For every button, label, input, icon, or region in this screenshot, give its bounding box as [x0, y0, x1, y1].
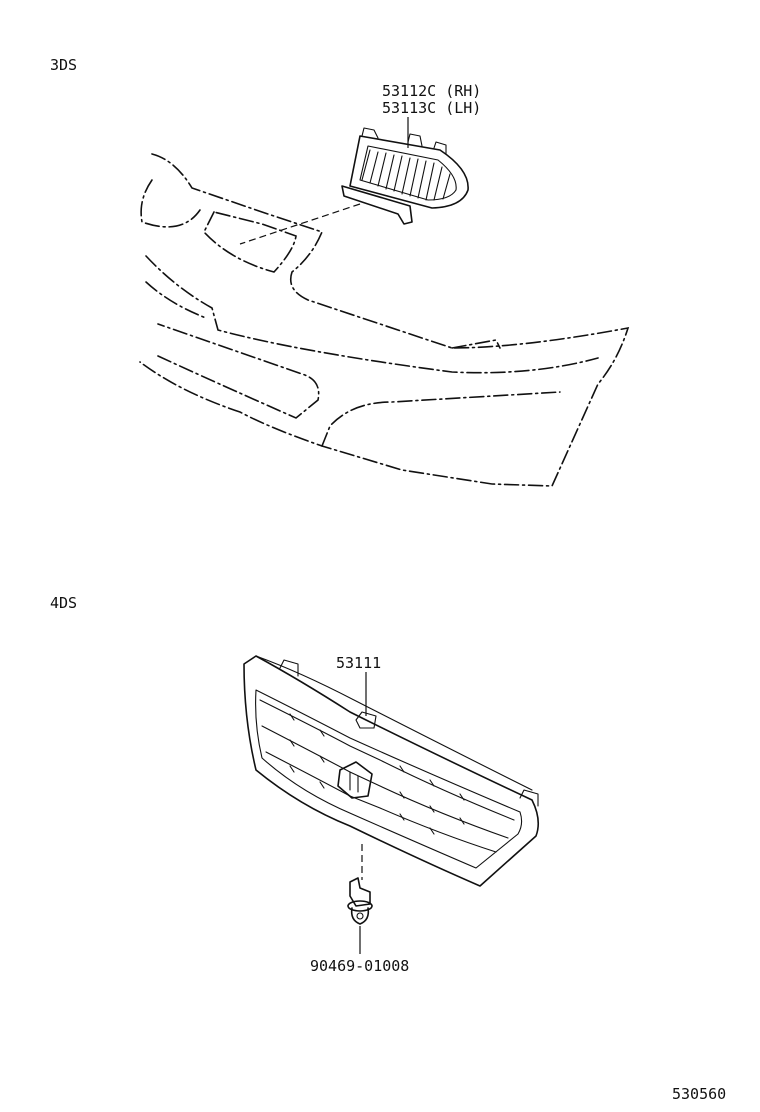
retainer-clip — [347, 877, 373, 925]
part-number-53113c: 53113C (LH) — [382, 99, 481, 117]
front-bumper-outline — [139, 153, 630, 487]
radiator-grille — [243, 655, 540, 887]
leader-line-insert-position — [239, 203, 361, 245]
part-number-90469-01008: 90469-01008 — [310, 957, 409, 975]
section-label-4ds: 4DS — [50, 594, 77, 612]
part-number-53112c: 53112C (RH) — [382, 82, 481, 100]
part-number-53111: 53111 — [336, 654, 381, 672]
side-grille-insert — [341, 127, 469, 225]
section-4ds: 4DS 53111 90469-01008 — [50, 594, 540, 975]
section-label-3ds: 3DS — [50, 56, 77, 74]
section-3ds: 3DS 53112C (RH) 53113C (LH) — [50, 56, 630, 487]
diagram-code: 530560 — [672, 1085, 726, 1103]
